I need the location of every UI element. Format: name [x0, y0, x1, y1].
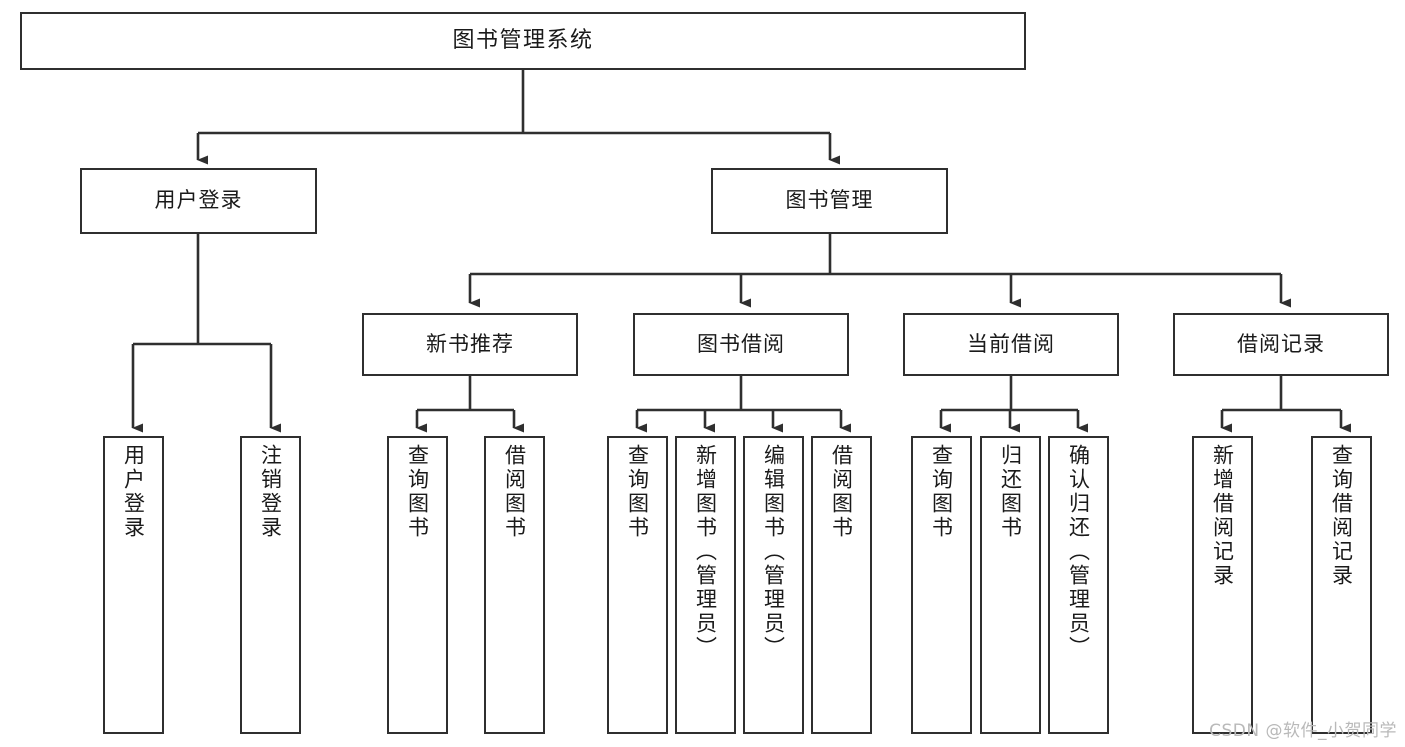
leaf-record-query-record[interactable]: 查询借阅记录	[1311, 436, 1372, 734]
node-book-borrow-label: 图书借阅	[697, 331, 785, 356]
node-book-management[interactable]: 图书管理	[711, 168, 948, 234]
node-current-borrow-label: 当前借阅	[967, 331, 1055, 356]
leaf-borrow-borrow-book[interactable]: 借阅图书	[811, 436, 872, 734]
node-current-borrow[interactable]: 当前借阅	[903, 313, 1119, 376]
node-root-label: 图书管理系统	[452, 27, 594, 53]
leaf-label: 归还图书	[998, 444, 1023, 540]
leaf-label: 注销登录	[258, 444, 283, 540]
node-book-borrow[interactable]: 图书借阅	[633, 313, 849, 376]
leaf-label: 新增图书（管理员）	[693, 444, 718, 660]
leaf-current-return-book[interactable]: 归还图书	[980, 436, 1041, 734]
leaf-label: 查询图书	[405, 444, 430, 540]
leaf-current-confirm-return-admin[interactable]: 确认归还（管理员）	[1048, 436, 1109, 734]
leaf-label: 新增借阅记录	[1210, 444, 1235, 588]
node-borrow-record-label: 借阅记录	[1237, 331, 1325, 356]
leaf-record-add-record[interactable]: 新增借阅记录	[1192, 436, 1253, 734]
leaf-label: 用户登录	[121, 444, 146, 540]
leaf-label: 编辑图书（管理员）	[761, 444, 786, 660]
node-new-book-recommend[interactable]: 新书推荐	[362, 313, 578, 376]
leaf-label: 查询图书	[929, 444, 954, 540]
node-new-book-recommend-label: 新书推荐	[426, 331, 514, 356]
node-user-login[interactable]: 用户登录	[80, 168, 317, 234]
leaf-label: 借阅图书	[829, 444, 854, 540]
leaf-label: 查询图书	[625, 444, 650, 540]
node-borrow-record[interactable]: 借阅记录	[1173, 313, 1389, 376]
leaf-user-login-logout[interactable]: 注销登录	[240, 436, 301, 734]
leaf-borrow-add-book-admin[interactable]: 新增图书（管理员）	[675, 436, 736, 734]
leaf-borrow-edit-book-admin[interactable]: 编辑图书（管理员）	[743, 436, 804, 734]
leaf-recommend-query-book[interactable]: 查询图书	[387, 436, 448, 734]
node-user-login-label: 用户登录	[154, 188, 243, 213]
leaf-label: 借阅图书	[502, 444, 527, 540]
leaf-borrow-query-book[interactable]: 查询图书	[607, 436, 668, 734]
node-root[interactable]: 图书管理系统	[20, 12, 1026, 70]
watermark: CSDN @软件_小贺同学	[1209, 721, 1397, 741]
leaf-label: 查询借阅记录	[1329, 444, 1354, 588]
node-book-management-label: 图书管理	[785, 188, 874, 213]
leaf-current-query-book[interactable]: 查询图书	[911, 436, 972, 734]
leaf-recommend-borrow-book[interactable]: 借阅图书	[484, 436, 545, 734]
leaf-label: 确认归还（管理员）	[1066, 444, 1091, 660]
leaf-user-login-login[interactable]: 用户登录	[103, 436, 164, 734]
